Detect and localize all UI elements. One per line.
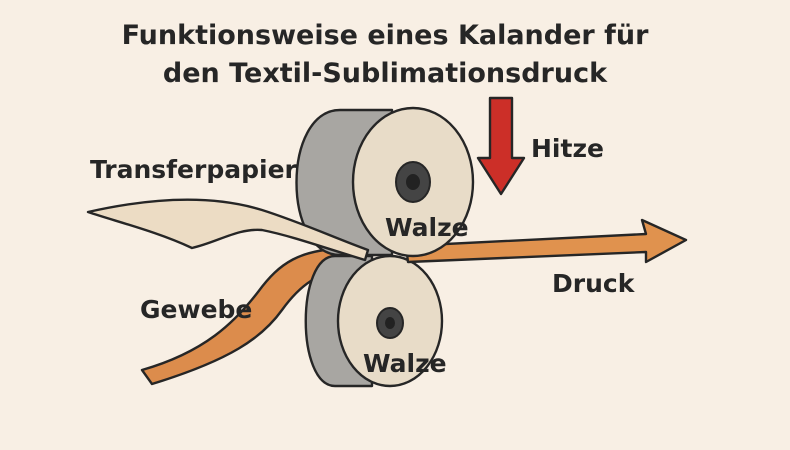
label-walze-top: Walze: [385, 213, 469, 242]
pressure-arrow: [404, 218, 688, 264]
label-hitze: Hitze: [531, 134, 604, 163]
title-line-1: Funktionsweise eines Kalander für: [122, 20, 650, 51]
heat-arrow: [476, 96, 526, 196]
title-line-2: den Textil-Sublimationsdruck: [163, 58, 608, 89]
top-roller: [295, 106, 475, 258]
label-transferpapier: Transferpapier: [90, 155, 298, 184]
label-druck: Druck: [552, 269, 636, 298]
label-gewebe: Gewebe: [140, 295, 252, 324]
transfer-paper-strip: [86, 198, 370, 262]
label-walze-bottom: Walze: [363, 349, 447, 378]
bottom-roller: [304, 254, 444, 388]
